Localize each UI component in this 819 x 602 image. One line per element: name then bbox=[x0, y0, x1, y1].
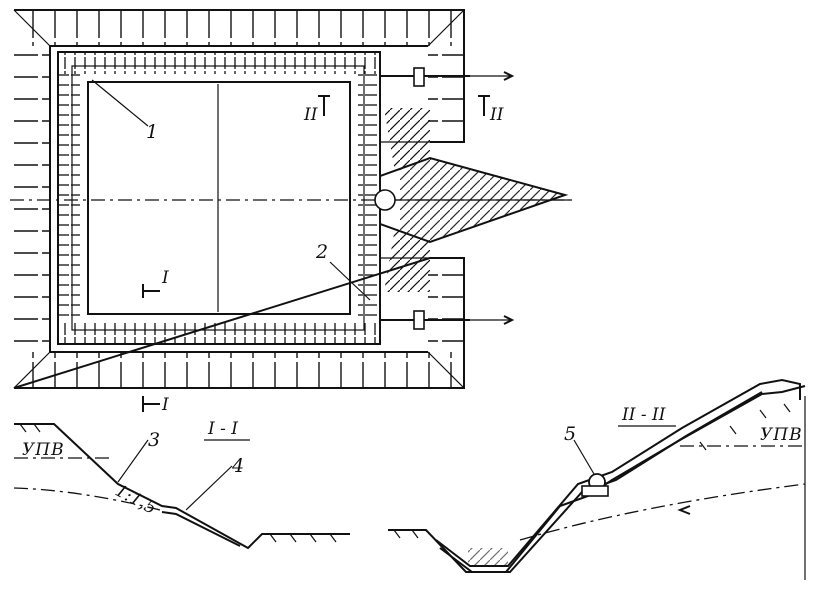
inner-border-outer-band bbox=[49, 45, 428, 353]
lining-profile bbox=[161, 511, 241, 547]
outer-embankment-bottom bbox=[14, 352, 464, 388]
depression-curve bbox=[519, 483, 806, 541]
pit-outline bbox=[87, 81, 351, 315]
channel-band-top bbox=[58, 52, 380, 74]
section-1-1: I - I УПВ 1:1,5 3 4 bbox=[13, 419, 350, 550]
outer-embankment-right-top bbox=[428, 46, 464, 142]
ground-hatch bbox=[19, 423, 337, 543]
inlet-fan-top bbox=[384, 108, 430, 172]
slope-label: 1:1,5 bbox=[112, 481, 160, 519]
outer-embankment-top bbox=[14, 10, 464, 46]
pump-unit bbox=[581, 473, 609, 497]
groundwater-label: УПВ bbox=[760, 425, 803, 445]
drain-line bbox=[71, 65, 365, 331]
callout-5: 5 bbox=[564, 423, 576, 445]
callout-leader-2 bbox=[329, 261, 371, 301]
section-marker-label: I bbox=[161, 395, 169, 415]
callout-leader-1 bbox=[91, 79, 149, 127]
section-marker-1-bottom: I bbox=[142, 395, 169, 415]
pipe-line bbox=[435, 378, 801, 567]
channel-band-left bbox=[58, 74, 80, 322]
pump-outlet-top bbox=[380, 67, 515, 87]
section-marker-label: II bbox=[489, 105, 504, 125]
callout-2: 2 bbox=[315, 241, 328, 263]
outer-embankment-right-bottom bbox=[428, 258, 464, 352]
ground-hatch bbox=[393, 403, 791, 539]
flow-arrow bbox=[677, 505, 691, 515]
section-marker-label: II bbox=[303, 105, 318, 125]
groundwater-label: УПВ bbox=[22, 440, 65, 460]
pump-outlet-bottom bbox=[380, 310, 515, 330]
callout-leader-3 bbox=[117, 439, 149, 483]
section-2-2: II - II УПВ 5 bbox=[388, 378, 806, 580]
callout-1: 1 bbox=[146, 121, 158, 143]
outer-embankment-left bbox=[14, 46, 50, 352]
corner-diagonals bbox=[13, 9, 465, 389]
callout-leader-4 bbox=[185, 465, 233, 511]
section-title: I - I bbox=[207, 419, 238, 439]
ground-profile bbox=[14, 423, 350, 550]
inlet-fan-bottom bbox=[384, 228, 430, 292]
section-marker-label: I bbox=[161, 268, 169, 288]
section-marker-2-left: II bbox=[303, 95, 330, 125]
water-in-trench bbox=[468, 548, 508, 566]
callout-leader-5 bbox=[573, 439, 595, 475]
section-marker-1-top: I bbox=[142, 268, 169, 298]
section-title: II - II bbox=[621, 405, 666, 425]
depression-curve bbox=[13, 487, 161, 511]
callout-3: 3 bbox=[148, 429, 160, 451]
callout-4: 4 bbox=[231, 455, 244, 477]
channel-band-bottom bbox=[58, 322, 380, 344]
channel-outer-edge bbox=[57, 51, 381, 345]
section-marker-2-right: II bbox=[478, 95, 504, 125]
inlet-mouth bbox=[374, 189, 396, 211]
plan-view: I I II II 1 2 bbox=[10, 9, 575, 415]
